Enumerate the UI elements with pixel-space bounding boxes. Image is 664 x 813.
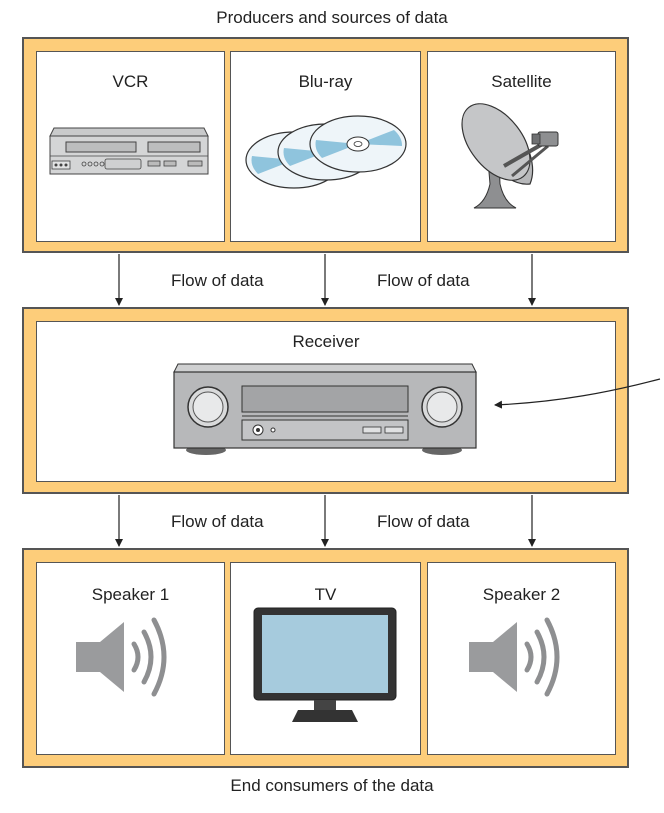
tv-icon [253, 607, 397, 722]
speaker-2-label: Speaker 2 [482, 585, 561, 604]
receiver-label: Receiver [292, 332, 360, 351]
satellite-label: Satellite [491, 72, 552, 91]
flow-label-upper-left: Flow of data [171, 271, 264, 290]
consumers-caption: End consumers of the data [230, 776, 434, 795]
receiver-group: Receiver [22, 307, 629, 494]
speaker-icon [469, 617, 560, 697]
blu-ray-discs-icon [245, 115, 407, 189]
speaker-2-card: Speaker 2 [427, 562, 616, 755]
flow-label-upper-right: Flow of data [377, 271, 470, 290]
satellite-dish-icon [461, 103, 559, 209]
blu-ray-label: Blu-ray [298, 72, 353, 91]
speaker-icon [76, 617, 167, 697]
flow-label-lower-right: Flow of data [377, 512, 470, 531]
vcr-label: VCR [112, 72, 149, 91]
speaker-1-card: Speaker 1 [36, 562, 225, 755]
av-receiver-icon [173, 363, 477, 455]
flow-label-lower-left: Flow of data [171, 512, 264, 531]
tv-label: TV [314, 585, 337, 604]
external-callout-arrow [494, 378, 661, 409]
producers-caption: Producers and sources of data [216, 8, 448, 27]
speaker-1-label: Speaker 1 [91, 585, 170, 604]
vcr-icon [49, 127, 209, 175]
